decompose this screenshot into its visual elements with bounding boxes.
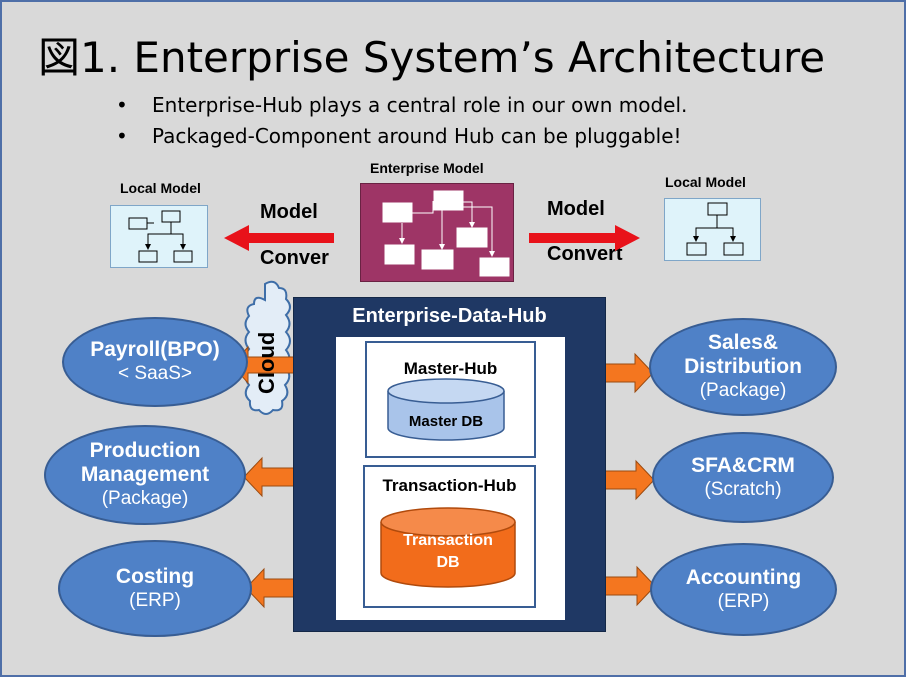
hub-title: Enterprise-Data-Hub bbox=[352, 305, 547, 327]
bullet-text: Enterprise-Hub plays a central role in o… bbox=[152, 93, 688, 117]
local-model-right-label: Local Model bbox=[665, 174, 746, 190]
transaction-hub: Transaction-Hub bbox=[363, 465, 536, 608]
master-hub-title: Master-Hub bbox=[403, 359, 498, 378]
transaction-hub-title: Transaction-Hub bbox=[382, 476, 517, 495]
bullet-marker: • bbox=[116, 124, 128, 148]
system-payroll: Payroll(BPO) < SaaS> bbox=[62, 317, 248, 407]
system-name: Production Management bbox=[80, 439, 210, 486]
right-convert-label-2: Convert bbox=[547, 243, 623, 265]
page-title: 図1. Enterprise System’s Architecture bbox=[38, 33, 826, 82]
master-db-label: Master DB bbox=[408, 413, 484, 430]
system-name: Costing bbox=[115, 564, 195, 588]
system-name: SFA&CRM bbox=[691, 453, 795, 477]
system-name: Accounting bbox=[685, 565, 802, 589]
enterprise-mini-diagram bbox=[382, 190, 510, 277]
bullet-text: Packaged-Component around Hub can be plu… bbox=[152, 124, 682, 148]
system-sales-distribution: Sales& Distribution (Package) bbox=[649, 318, 837, 416]
left-convert-label-2: Conver bbox=[260, 247, 329, 269]
local-left-mini-diagram bbox=[128, 210, 193, 263]
local-model-left-label: Local Model bbox=[120, 180, 201, 196]
system-costing: Costing (ERP) bbox=[58, 540, 252, 637]
system-type: (ERP) bbox=[717, 590, 770, 612]
system-accounting: Accounting (ERP) bbox=[650, 543, 837, 636]
system-production-management: Production Management (Package) bbox=[44, 425, 246, 525]
transaction-db-label-line2: DB bbox=[436, 554, 460, 571]
system-name: Payroll(BPO) bbox=[90, 338, 220, 361]
left-convert-label-1: Model bbox=[260, 201, 318, 223]
cloud-shape bbox=[244, 280, 291, 415]
transaction-db-cylinder bbox=[380, 507, 516, 588]
system-type: < SaaS> bbox=[118, 363, 192, 384]
local-right-mini-diagram bbox=[686, 202, 744, 256]
system-name: Sales& Distribution bbox=[684, 331, 802, 378]
right-convert-label-1: Model bbox=[547, 198, 605, 220]
system-type: (Package) bbox=[699, 380, 787, 401]
bullet-list: • Enterprise-Hub plays a central role in … bbox=[112, 90, 687, 152]
master-db-cylinder bbox=[387, 378, 505, 441]
system-sfa-crm: SFA&CRM (Scratch) bbox=[652, 432, 834, 523]
enterprise-model-label: Enterprise Model bbox=[370, 160, 484, 176]
transaction-db-label-line1: Transaction bbox=[403, 532, 493, 549]
bullet-marker: • bbox=[116, 93, 128, 117]
bullet-item: • Enterprise-Hub plays a central role in … bbox=[112, 90, 687, 121]
transaction-db-label: Transaction DB bbox=[381, 530, 515, 574]
system-type: (Package) bbox=[101, 488, 189, 509]
bullet-item: • Packaged-Component around Hub can be pl… bbox=[112, 121, 687, 152]
system-type: (Scratch) bbox=[704, 478, 782, 500]
system-type: (ERP) bbox=[129, 589, 181, 611]
model-convert-arrows bbox=[224, 225, 640, 251]
